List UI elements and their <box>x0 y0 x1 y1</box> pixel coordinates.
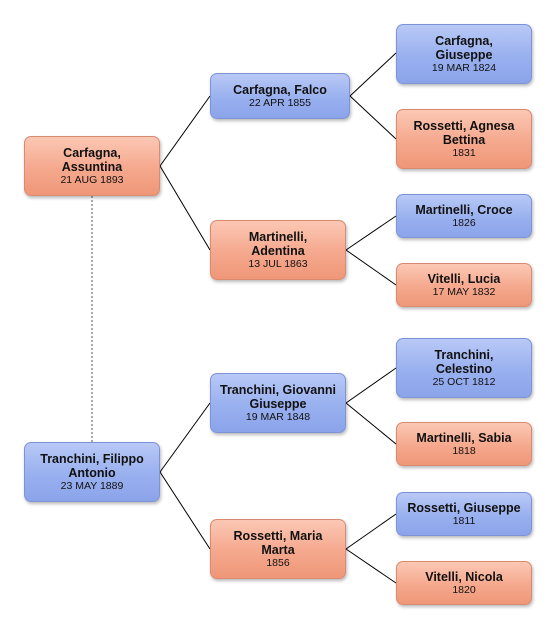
link-filippo-giovanni <box>159 402 211 473</box>
person-name: Rossetti, Maria Marta <box>233 528 323 557</box>
person-falco[interactable]: Carfagna, Falco 22 APR 1855 <box>210 73 350 119</box>
link-maria-giuseppe <box>345 513 397 550</box>
link-falco-giuseppe <box>349 52 397 97</box>
person-name: Martinelli, Adentina <box>248 229 308 258</box>
person-date: 25 OCT 1812 <box>432 375 496 388</box>
link-maria-nicola <box>345 548 397 584</box>
person-date: 1820 <box>452 583 476 596</box>
person-celestino[interactable]: Tranchini, Celestino 25 OCT 1812 <box>396 338 532 398</box>
person-giuseppe-rossetti[interactable]: Rossetti, Giuseppe 1811 <box>396 492 532 536</box>
person-name: Tranchini, Filippo Antonio <box>40 451 144 480</box>
person-date: 21 AUG 1893 <box>60 173 124 186</box>
person-date: 19 MAR 1824 <box>431 61 497 74</box>
link-adentina-croce <box>345 215 397 251</box>
person-date: 23 MAY 1889 <box>60 479 124 492</box>
link-assuntina-falco <box>159 95 211 167</box>
person-maria[interactable]: Rossetti, Maria Marta 1856 <box>210 519 346 579</box>
person-name: Vitelli, Lucia <box>427 271 501 286</box>
person-date: 22 APR 1855 <box>249 96 311 109</box>
link-filippo-maria <box>159 471 211 550</box>
person-assuntina[interactable]: Carfagna, Assuntina 21 AUG 1893 <box>24 136 160 196</box>
person-giuseppe-carfagna[interactable]: Carfagna, Giuseppe 19 MAR 1824 <box>396 24 532 84</box>
person-date: 1818 <box>452 444 476 457</box>
link-giovanni-sabia <box>345 402 397 445</box>
person-nicola[interactable]: Vitelli, Nicola 1820 <box>396 561 532 605</box>
person-agnesa[interactable]: Rossetti, Agnesa Bettina 1831 <box>396 109 532 169</box>
person-date: 1856 <box>266 556 290 569</box>
person-name: Martinelli, Croce <box>415 202 513 217</box>
link-falco-agnesa <box>349 95 397 140</box>
person-lucia[interactable]: Vitelli, Lucia 17 MAY 1832 <box>396 263 532 307</box>
person-name: Rossetti, Giuseppe <box>407 500 521 515</box>
person-name: Carfagna, Assuntina <box>61 145 123 174</box>
person-adentina[interactable]: Martinelli, Adentina 13 JUL 1863 <box>210 220 346 280</box>
link-adentina-lucia <box>345 249 397 286</box>
person-name: Rossetti, Agnesa Bettina <box>413 118 515 147</box>
person-date: 1831 <box>452 146 476 159</box>
person-giovanni[interactable]: Tranchini, Giovanni Giuseppe 19 MAR 1848 <box>210 373 346 433</box>
person-date: 13 JUL 1863 <box>248 257 308 270</box>
person-date: 1811 <box>452 514 476 527</box>
person-name: Martinelli, Sabia <box>416 430 512 445</box>
person-name: Carfagna, Falco <box>233 82 327 97</box>
person-filippo[interactable]: Tranchini, Filippo Antonio 23 MAY 1889 <box>24 442 160 502</box>
person-name: Carfagna, Giuseppe <box>435 33 493 62</box>
person-name: Vitelli, Nicola <box>425 569 503 584</box>
person-date: 17 MAY 1832 <box>432 285 496 298</box>
person-croce[interactable]: Martinelli, Croce 1826 <box>396 194 532 238</box>
person-date: 19 MAR 1848 <box>245 410 311 423</box>
person-name: Tranchini, Celestino <box>434 347 494 376</box>
person-sabia[interactable]: Martinelli, Sabia 1818 <box>396 422 532 466</box>
link-assuntina-adentina <box>159 165 211 251</box>
link-giovanni-celestino <box>345 367 397 404</box>
person-date: 1826 <box>452 216 476 229</box>
person-name: Tranchini, Giovanni Giuseppe <box>220 382 336 411</box>
